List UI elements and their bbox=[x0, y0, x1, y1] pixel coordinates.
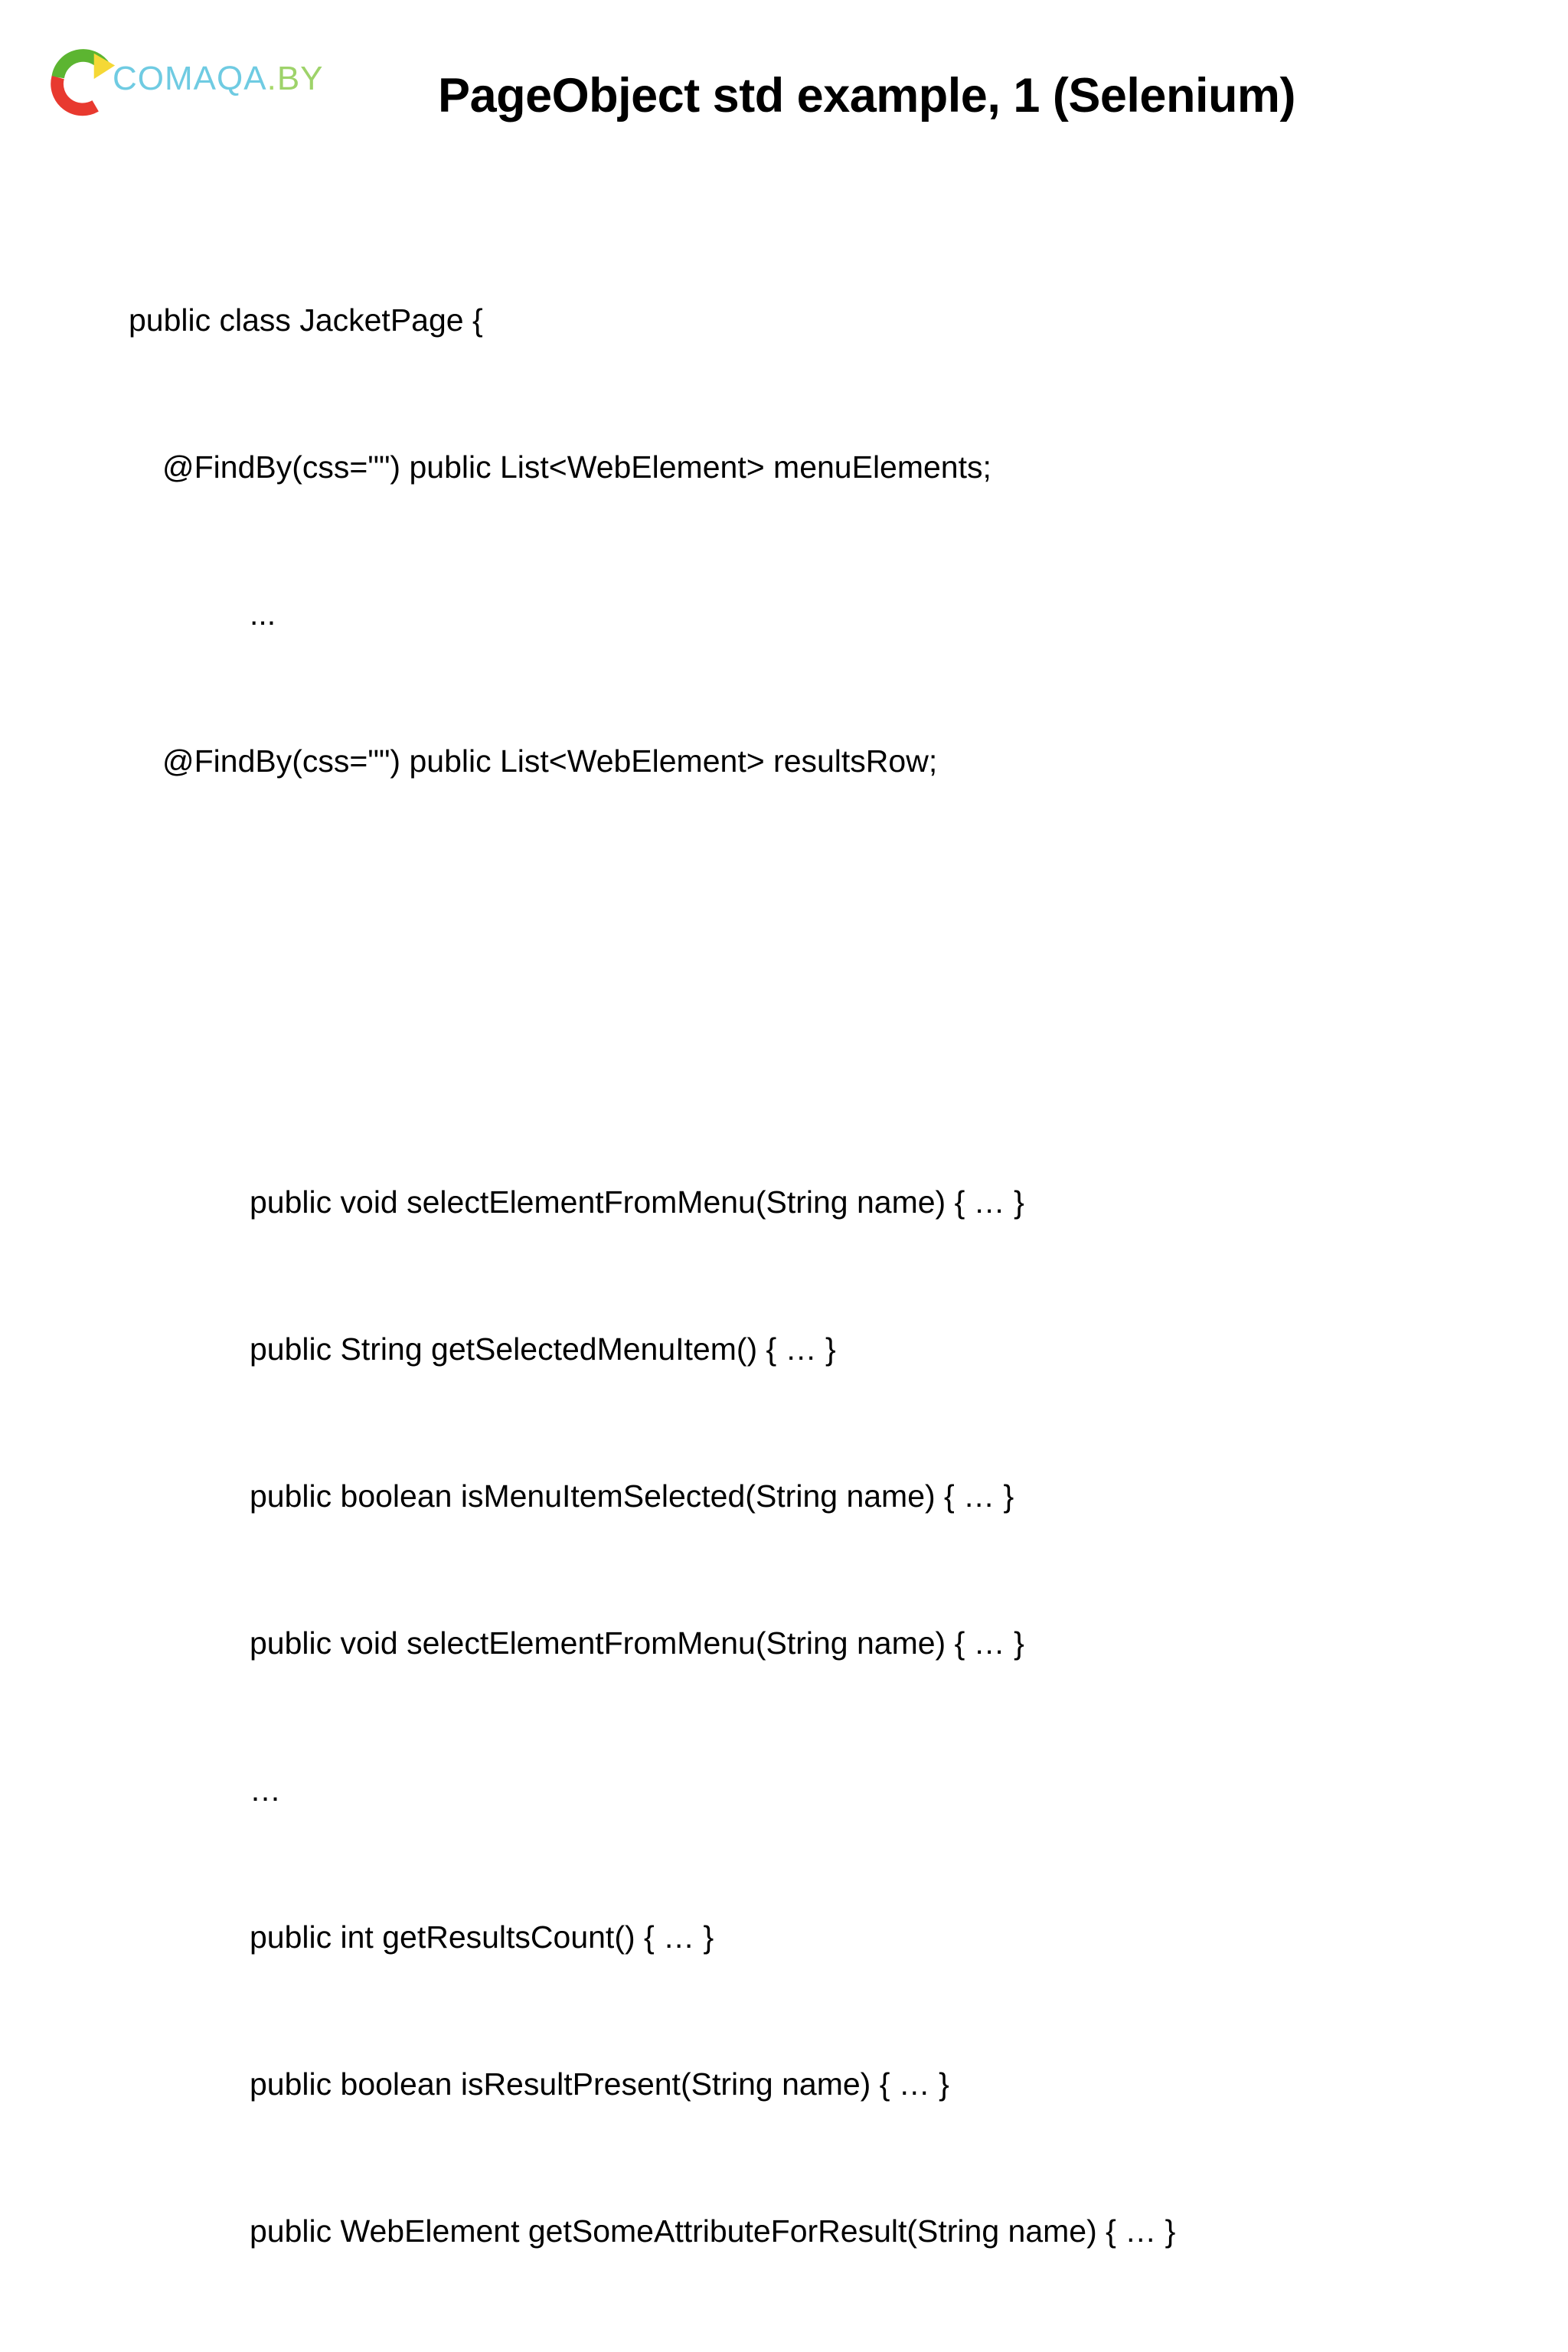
code-line-spacer bbox=[129, 884, 1507, 933]
code-line: @FindBy(css="") public List<WebElement> … bbox=[162, 449, 991, 485]
code-line: … bbox=[250, 1772, 281, 1808]
code-line: public boolean isMenuItemSelected(String… bbox=[250, 1478, 1014, 1514]
logo-wordmark-dot: . bbox=[266, 60, 277, 97]
code-line: @FindBy(css="") public List<WebElement> … bbox=[162, 743, 938, 779]
logo-wordmark-comaqa: COMAQA bbox=[113, 60, 267, 97]
comaqa-by-logo: COMAQA.BY bbox=[40, 40, 323, 124]
code-line: public boolean isResultPresent(String na… bbox=[250, 2066, 949, 2102]
code-line: public void selectElementFromMenu(String… bbox=[250, 1625, 1024, 1661]
code-line: public int getResultsCount() { … } bbox=[250, 1919, 714, 1955]
slide-canvas: COMAQA.BY PageObject std example, 1 (Sel… bbox=[40, 40, 1296, 2249]
logo-wordmark-by: BY bbox=[276, 60, 324, 97]
code-line: public String getSelectedMenuItem() { … … bbox=[250, 1331, 836, 1367]
code-line: public class JacketPage { bbox=[129, 302, 483, 338]
circular-arrow-icon bbox=[46, 44, 121, 119]
code-line: ... bbox=[250, 596, 276, 632]
code-line: public void selectElementFromMenu(String… bbox=[250, 1184, 1024, 1220]
logo-wordmark: COMAQA.BY bbox=[113, 60, 324, 98]
code-line-spacer bbox=[129, 1031, 1507, 1080]
page-title: PageObject std example, 1 (Selenium) bbox=[438, 69, 1295, 122]
code-line: public WebElement getSomeAttributeForRes… bbox=[250, 2213, 1176, 2249]
code-block: public class JacketPage { @FindBy(css=""… bbox=[129, 198, 1507, 2352]
